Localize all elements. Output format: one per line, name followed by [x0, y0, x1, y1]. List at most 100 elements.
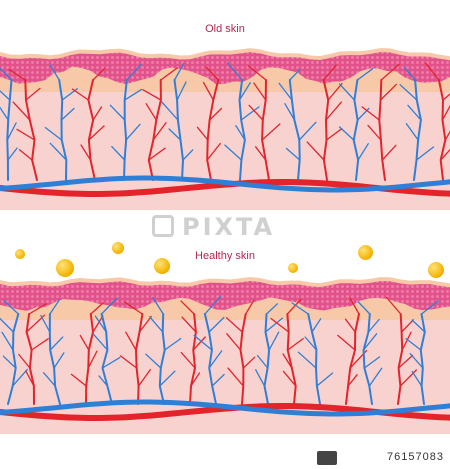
capillary-branch	[254, 146, 267, 161]
capillary-branch	[261, 123, 281, 141]
capillary-branch	[286, 298, 302, 315]
capillary-branch	[338, 126, 355, 141]
capillary-branch	[380, 63, 400, 81]
vein-capillary	[7, 313, 20, 405]
capillary-branch	[226, 61, 243, 81]
capillary-branch	[160, 67, 179, 81]
capillary-branch	[227, 367, 244, 387]
capillary-branch	[92, 106, 103, 121]
capillary-branch	[367, 318, 380, 333]
capillary-branch	[49, 298, 61, 315]
capillary-branch	[255, 369, 266, 387]
capillary-branch	[411, 370, 423, 387]
capillary-branch	[0, 90, 11, 101]
capillary-branch	[149, 316, 164, 333]
capillary-branch	[363, 356, 381, 369]
capillary-branch	[381, 144, 397, 161]
capillary-branch	[49, 142, 67, 161]
artery-capillary	[135, 313, 144, 405]
capillary-branch	[138, 315, 152, 333]
capillary-branch	[208, 350, 223, 369]
stock-id: 76157083	[387, 451, 444, 463]
capillary-branch	[0, 106, 9, 121]
capillary-branch	[268, 331, 280, 351]
capillary-branch	[256, 354, 269, 369]
capillary-branch	[124, 88, 143, 101]
capillary-branch	[145, 353, 162, 369]
capillary-branch	[278, 82, 293, 101]
vein-capillary	[263, 313, 271, 405]
capillary-branch	[411, 319, 426, 333]
capillary-branch	[49, 336, 64, 351]
vein-capillary	[58, 79, 68, 181]
capillary-branch	[182, 149, 194, 161]
capillary-branch	[347, 374, 358, 387]
main-vein	[0, 399, 450, 417]
capillary-branch	[125, 331, 137, 351]
capillary-branch	[125, 123, 141, 141]
capillary-branch	[92, 68, 106, 81]
capillary-branch	[291, 302, 309, 315]
capillary-branch	[397, 354, 414, 369]
capillary-branch	[361, 106, 380, 121]
artery-capillary	[345, 313, 360, 405]
vein-capillary	[419, 313, 426, 405]
capillary-branch	[211, 373, 225, 387]
capillary-branch	[225, 317, 243, 333]
artery-capillary	[437, 79, 447, 181]
collagen-droplet-icon	[288, 263, 298, 273]
capillary-branch	[173, 62, 185, 81]
capillary-branch	[126, 63, 142, 81]
capillary-branch	[137, 368, 151, 387]
capillary-branch	[270, 317, 290, 333]
healthy-skin-illustration	[0, 277, 450, 434]
old-skin-illustration	[0, 48, 450, 210]
capillary-branch	[180, 300, 195, 315]
main-vein	[0, 175, 450, 193]
capillary-branch	[205, 66, 219, 81]
stock-logo-icon	[317, 451, 337, 465]
artery-capillary	[24, 79, 38, 181]
vein-capillary	[362, 313, 373, 405]
vein-capillary	[352, 79, 360, 181]
capillary-branch	[145, 103, 157, 121]
capillary-branch	[70, 373, 87, 387]
capillary-branch	[40, 314, 51, 333]
capillary-branch	[0, 317, 15, 333]
vein-capillary	[203, 313, 217, 405]
capillary-branch	[88, 125, 105, 141]
capillary-branch	[208, 107, 223, 121]
capillary-branch	[164, 337, 182, 351]
capillary-branch	[208, 316, 225, 333]
capillary-branch	[8, 68, 26, 81]
artery-capillary	[87, 79, 96, 181]
vein-capillary	[48, 313, 61, 405]
artery-capillary	[189, 313, 197, 405]
capillary-branch	[306, 141, 325, 161]
capillary-branch	[28, 303, 47, 315]
capillary-branch	[161, 101, 179, 121]
capillary-branch	[79, 334, 90, 351]
capillary-branch	[409, 352, 424, 369]
artery-capillary	[25, 313, 35, 405]
capillary-branch	[168, 128, 182, 141]
vein-capillary	[307, 313, 321, 405]
capillary-branch	[180, 351, 196, 369]
capillary-branch	[284, 103, 296, 121]
artery-capillary	[397, 313, 404, 405]
capillary-branch	[356, 68, 374, 81]
capillary-branch	[206, 142, 221, 161]
capillary-branch	[420, 300, 439, 315]
vein-capillary	[123, 79, 128, 181]
capillary-branch	[316, 372, 334, 387]
capillary-branch	[405, 123, 419, 141]
capillary-branch	[0, 67, 13, 81]
capillary-branch	[297, 351, 317, 369]
capillary-branch	[379, 83, 397, 101]
capillary-branch	[238, 82, 251, 101]
capillary-branch	[399, 84, 418, 101]
artery-capillary	[261, 79, 270, 181]
capillary-branch	[235, 125, 246, 141]
capillary-branch	[181, 316, 197, 333]
capillary-branch	[80, 144, 92, 161]
